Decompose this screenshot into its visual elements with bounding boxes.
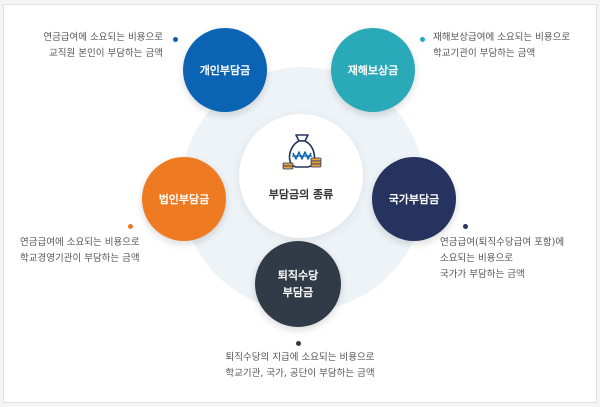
desc-corporate: 연금급여에 소요되는 비용으로 학교경영기관이 부담하는 금액 [20, 237, 140, 264]
node-personal: 개인부담금 [183, 28, 267, 112]
node-accident-label: 재해보상금 [347, 63, 399, 77]
node-national-label: 국가부담금 [388, 192, 440, 206]
node-personal-label: 개인부담금 [199, 63, 251, 77]
node-retirement-label-line2: 부담금 [282, 286, 314, 299]
node-corporate-label: 법인부담금 [158, 192, 210, 206]
node-national: 국가부담금 [372, 157, 456, 241]
connector-dot-personal [173, 37, 178, 42]
desc-national: 연금급여(퇴직수당급여 포함)에 소요되는 비용으로 국가가 부담하는 금액 [440, 237, 565, 280]
connector-dot-national [463, 224, 468, 229]
connector-dot-accident [420, 37, 425, 42]
connector-dot-retirement [296, 341, 301, 346]
desc-accident: 재해보상급여에 소요되는 비용으로 학교기관이 부담하는 금액 [433, 32, 571, 59]
node-corporate: 법인부담금 [142, 157, 226, 241]
center-title: 부담금의 종류 [268, 188, 334, 201]
node-accident: 재해보상금 [331, 28, 415, 112]
desc-retirement: 퇴직수당의 지급에 소요되는 비용으로 학교기관, 국가, 공단이 부담하는 금… [225, 352, 375, 379]
node-retirement-label-line1: 퇴직수당 [277, 269, 319, 282]
center-circle: 부담금의 종류 [239, 114, 363, 238]
connector-dot-corporate [128, 224, 133, 229]
node-retirement: 퇴직수당 부담금 [255, 241, 341, 327]
desc-personal: 연금급여에 소요되는 비용으로 교직원 본인이 부담하는 금액 [43, 32, 163, 59]
money-bag-icon [282, 134, 322, 170]
